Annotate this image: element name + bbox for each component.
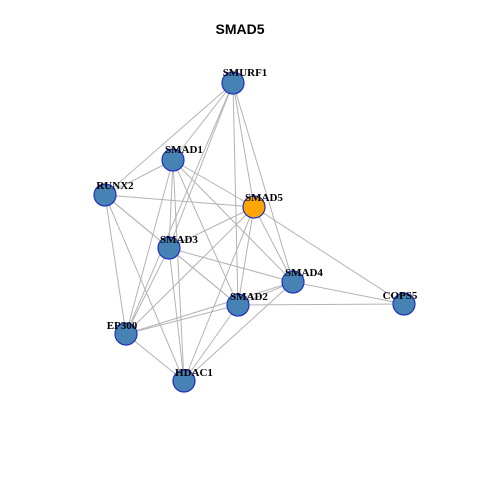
edge-runx2-smad5 [104, 194, 255, 208]
node-label: SMAD1 [165, 144, 203, 156]
edge-smurf1-runx2 [104, 82, 234, 196]
node-label: SMURF1 [223, 67, 268, 79]
node-circle[interactable] [221, 71, 245, 95]
edge-smurf1-smad5 [232, 82, 255, 208]
node-label: HDAC1 [175, 367, 213, 379]
edge-smad5-cops5 [253, 206, 405, 305]
edge-smad1-hdac1 [172, 159, 185, 382]
edge-smad1-smad5 [172, 159, 255, 208]
node-circle[interactable] [281, 270, 305, 294]
graph-title: SMAD5 [215, 21, 265, 37]
node-circle[interactable] [172, 369, 196, 393]
node-ep300[interactable]: EP300 [107, 320, 138, 346]
edge-ep300-hdac1 [125, 333, 185, 382]
edge-layer [104, 82, 405, 382]
node-smad4[interactable]: SMAD4 [281, 267, 323, 294]
edge-smurf1-smad3 [168, 82, 234, 249]
node-circle[interactable] [157, 236, 181, 260]
edge-smad1-smad4 [172, 159, 294, 283]
edge-smad1-smad2 [172, 159, 239, 306]
node-smurf1[interactable]: SMURF1 [221, 67, 268, 95]
edge-smad4-ep300 [125, 281, 294, 335]
edge-smad5-smad4 [253, 206, 294, 283]
edge-smad5-hdac1 [183, 206, 255, 382]
node-circle[interactable] [114, 322, 138, 346]
edge-smad3-smad2 [168, 247, 239, 306]
node-circle[interactable] [392, 292, 416, 316]
edge-smad2-hdac1 [183, 304, 239, 382]
edge-smad5-smad2 [237, 206, 255, 306]
edge-smurf1-ep300 [125, 82, 234, 335]
node-circle[interactable] [226, 293, 250, 317]
edge-smad3-ep300 [125, 247, 170, 335]
node-circle[interactable] [161, 148, 185, 172]
edge-smad4-cops5 [292, 281, 405, 305]
node-label: SMAD2 [230, 291, 268, 303]
node-label: COPS5 [383, 290, 418, 302]
node-circle[interactable] [93, 183, 117, 207]
edge-smurf1-smad2 [232, 82, 239, 306]
node-label: EP300 [107, 320, 138, 332]
node-label: SMAD4 [285, 267, 323, 279]
node-smad3[interactable]: SMAD3 [157, 234, 198, 260]
edge-runx2-hdac1 [104, 194, 185, 382]
node-smad2[interactable]: SMAD2 [226, 291, 268, 317]
edge-smad4-hdac1 [183, 281, 294, 382]
edge-smad1-runx2 [104, 159, 174, 196]
edge-smad1-smad3 [168, 159, 174, 249]
edge-smad1-ep300 [125, 159, 174, 335]
node-smad5[interactable]: SMAD5 [242, 192, 283, 219]
node-circle[interactable] [242, 195, 266, 219]
node-smad1[interactable]: SMAD1 [161, 144, 203, 172]
edge-runx2-ep300 [104, 194, 127, 335]
edge-smurf1-smad1 [172, 82, 234, 161]
edge-smad2-cops5 [237, 303, 405, 306]
edge-smurf1-smad4 [232, 82, 294, 283]
node-hdac1[interactable]: HDAC1 [172, 367, 213, 393]
edge-smad5-ep300 [125, 206, 255, 335]
node-label: SMAD5 [245, 192, 283, 204]
edge-smad3-hdac1 [168, 247, 185, 382]
node-label: RUNX2 [96, 180, 134, 192]
edge-smad2-ep300 [125, 304, 239, 335]
node-runx2[interactable]: RUNX2 [93, 180, 134, 207]
node-label: SMAD3 [160, 234, 198, 246]
node-cops5[interactable]: COPS5 [383, 290, 418, 316]
edge-smad3-smad4 [168, 247, 294, 283]
edge-smad5-smad3 [168, 206, 255, 249]
